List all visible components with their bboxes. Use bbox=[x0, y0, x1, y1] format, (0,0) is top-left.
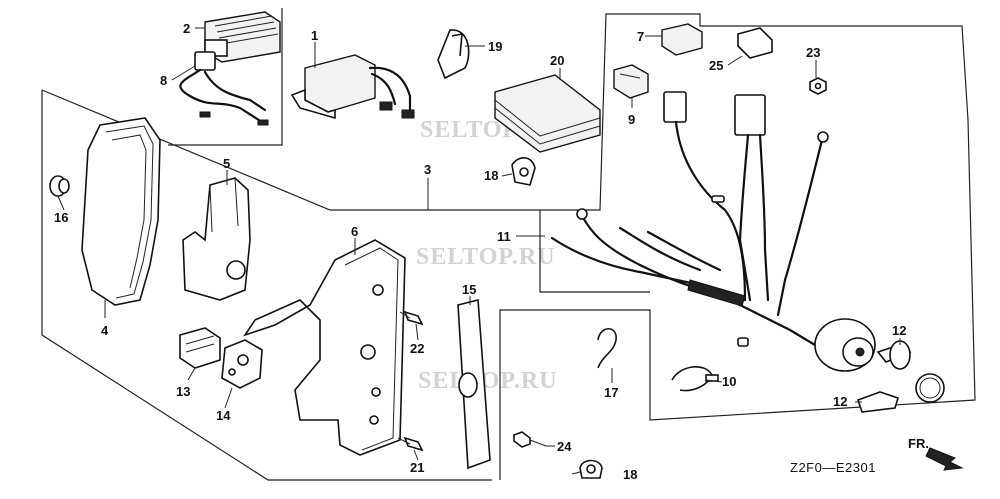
callout-part-1: 1 bbox=[311, 28, 318, 43]
frame-regulator-group bbox=[168, 8, 283, 146]
callout-part-25: 25 bbox=[709, 58, 723, 73]
connector-block-part bbox=[613, 64, 649, 99]
main-harness-part bbox=[550, 91, 829, 347]
frame-control-box-group bbox=[41, 90, 492, 481]
key-ring-part bbox=[915, 373, 945, 403]
wire-clip-part bbox=[437, 29, 470, 80]
callout-part-14: 14 bbox=[216, 408, 231, 423]
front-arrow-icon bbox=[925, 447, 964, 471]
fuse-cap-part bbox=[737, 27, 773, 59]
watermark-middle: SELTOP.RU bbox=[416, 244, 556, 270]
screw-lower-part bbox=[397, 436, 424, 452]
screw-upper-part bbox=[399, 310, 424, 326]
callout-part-8: 8 bbox=[160, 73, 167, 88]
wire-clip-17-part bbox=[597, 327, 617, 369]
grommet-part bbox=[49, 175, 70, 197]
fuse-block-part bbox=[494, 74, 601, 153]
callout-part-15: 15 bbox=[462, 282, 476, 297]
callout-part-5: 5 bbox=[223, 156, 230, 171]
callout-part-4: 4 bbox=[101, 323, 109, 338]
callout-part-10: 10 bbox=[722, 374, 736, 389]
cover-part bbox=[81, 117, 161, 306]
callout-part-20: 20 bbox=[550, 53, 564, 68]
callout-part-19: 19 bbox=[488, 39, 502, 54]
control-panel-part bbox=[243, 239, 406, 456]
part-callouts: 1 2 3 4 5 6 7 8 9 10 11 12 12 13 14 15 1… bbox=[54, 21, 906, 482]
control-unit-part bbox=[290, 54, 415, 120]
frame-harness-group bbox=[499, 119, 976, 480]
bracket-part bbox=[182, 177, 251, 301]
ignition-switch-part bbox=[814, 318, 876, 372]
key-upper-part bbox=[876, 340, 912, 370]
callout-part-18-lower: 18 bbox=[623, 467, 637, 482]
diagram-code: Z2F0—E2301 bbox=[790, 460, 876, 475]
callout-part-2: 2 bbox=[183, 21, 190, 36]
frame-harness-inner bbox=[539, 210, 650, 293]
callout-part-9: 9 bbox=[628, 112, 635, 127]
nut-part bbox=[809, 77, 827, 95]
harness-clip-lower-part bbox=[579, 459, 603, 479]
callout-part-13: 13 bbox=[176, 384, 190, 399]
front-direction-label: FR. bbox=[908, 436, 929, 451]
callout-part-22: 22 bbox=[410, 341, 424, 356]
bolt-part bbox=[513, 431, 547, 448]
callout-part-7: 7 bbox=[637, 29, 644, 44]
gasket-part bbox=[457, 298, 491, 470]
connector-part bbox=[221, 339, 263, 389]
callout-part-12-lower: 12 bbox=[833, 394, 847, 409]
callout-part-16: 16 bbox=[54, 210, 68, 225]
leader-lines bbox=[57, 27, 901, 475]
harness-clip-upper-part bbox=[511, 157, 536, 186]
callout-part-24: 24 bbox=[557, 439, 572, 454]
cable-band-part bbox=[671, 366, 719, 392]
key-lower-part bbox=[856, 391, 899, 413]
regulator-part bbox=[204, 11, 281, 63]
switch-part bbox=[179, 327, 221, 369]
callout-part-23: 23 bbox=[806, 45, 820, 60]
callout-part-21: 21 bbox=[410, 460, 424, 475]
callout-part-18-upper: 18 bbox=[484, 168, 498, 183]
callout-part-11: 11 bbox=[497, 229, 511, 244]
front-direction-indicator: FR. bbox=[908, 436, 964, 471]
callout-part-17: 17 bbox=[604, 385, 618, 400]
watermark-bottom: SELTOP.RU bbox=[418, 368, 558, 394]
frame-top-boundary bbox=[41, 13, 969, 211]
regulator-harness-part bbox=[179, 51, 269, 126]
callout-part-3: 3 bbox=[424, 162, 431, 177]
callout-part-6: 6 bbox=[351, 224, 358, 239]
callout-part-12-upper: 12 bbox=[892, 323, 906, 338]
relay-part bbox=[661, 23, 703, 56]
